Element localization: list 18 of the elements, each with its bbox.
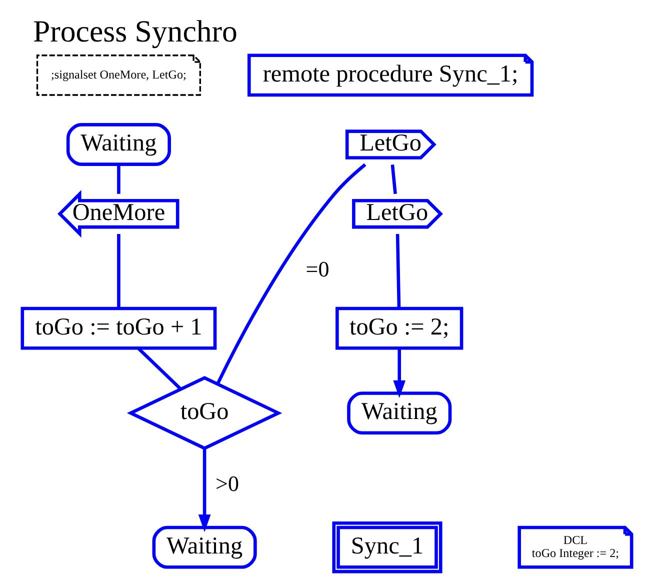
connector bbox=[390, 164, 397, 194]
node-box: toGo := 2; bbox=[336, 306, 464, 350]
node-box: Waiting bbox=[347, 392, 452, 435]
node-box: Waiting bbox=[66, 123, 171, 166]
node-diamond: toGo bbox=[126, 376, 282, 450]
arrow bbox=[393, 348, 406, 398]
node-box: Sync_1 bbox=[332, 521, 442, 574]
connector bbox=[216, 163, 366, 385]
connector bbox=[396, 234, 401, 308]
connector bbox=[137, 346, 182, 390]
connector bbox=[117, 234, 120, 308]
edge-label: =0 bbox=[306, 256, 330, 282]
node-box: Waiting bbox=[152, 526, 257, 569]
arrow bbox=[198, 448, 211, 532]
node-box: toGo := toGo + 1 bbox=[20, 306, 217, 350]
diagram-title: Process Synchro bbox=[33, 14, 238, 48]
edge-label: >0 bbox=[216, 471, 239, 496]
connector bbox=[117, 164, 120, 194]
